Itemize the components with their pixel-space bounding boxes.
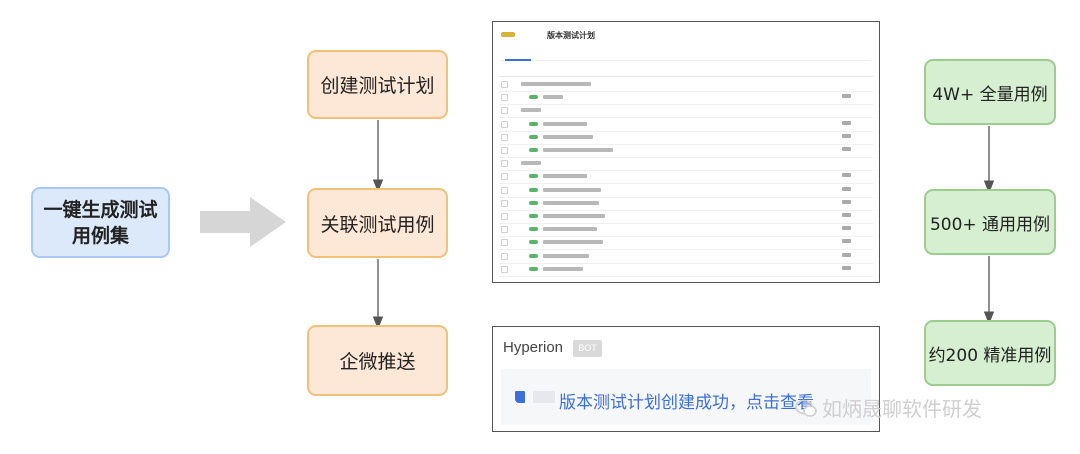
row-title-placeholder [543,174,587,179]
step-wecom-push: 企微推送 [307,325,448,396]
tab-active-indicator [505,59,531,61]
row-status-placeholder [842,226,851,231]
message-link[interactable]: 版本测试计划创建成功，点击查看 [559,393,814,413]
wechat-icon [795,399,817,417]
row-checkbox[interactable] [501,199,508,207]
test-plan-screenshot: 版本测试计划 [492,21,880,283]
row-checkbox[interactable] [501,173,508,181]
priority-tag [529,95,538,100]
row-status-placeholder [842,186,851,191]
app-logo [501,32,515,37]
row-checkbox[interactable] [501,186,508,194]
priority-tag [529,200,538,205]
row-title-placeholder [543,134,593,139]
row-title-placeholder [543,240,603,245]
table-row[interactable] [499,197,873,211]
row-checkbox[interactable] [501,213,508,220]
priority-tag [529,253,538,258]
row-checkbox[interactable] [501,239,508,247]
table-row[interactable] [499,223,873,238]
row-title-placeholder [543,253,589,258]
step-link-cases: 关联测试用例 [307,188,448,258]
row-checkbox[interactable] [501,147,508,154]
row-title-placeholder [543,148,613,152]
big-arrow [200,197,286,247]
priority-tag [529,134,538,139]
app-title: 版本测试计划 [547,31,595,40]
tier-precise-cases: 约200 精准用例 [924,320,1056,386]
table-row[interactable] [499,236,873,251]
row-checkbox[interactable] [501,133,508,141]
row-status-placeholder [842,133,851,138]
table-header [499,64,873,77]
priority-tag [529,266,538,271]
redacted-block [533,391,555,403]
table-row[interactable] [499,170,873,185]
tier-full-cases: 4W+ 全量用例 [924,59,1056,125]
table-row[interactable] [499,157,873,172]
row-checkbox[interactable] [501,107,508,115]
row-title-placeholder [543,200,599,205]
table-row[interactable] [499,250,873,264]
row-status-placeholder [842,173,851,178]
priority-tag [529,227,538,232]
row-status-placeholder [842,147,851,151]
row-title-placeholder [543,214,605,218]
bot-badge: BOT [573,340,602,357]
table-row[interactable] [499,184,873,198]
table-row[interactable] [499,78,873,92]
row-status-placeholder [842,199,851,204]
tier-precise-cases-label: 约200 精准用例 [928,345,1052,366]
table-row[interactable] [499,263,873,277]
priority-tag [529,174,538,179]
row-status-placeholder [842,239,851,244]
watermark: 如炳晟聊软件研发 [822,397,982,421]
table-row[interactable] [499,144,873,158]
row-checkbox[interactable] [501,81,508,88]
row-checkbox[interactable] [501,226,508,234]
table-row[interactable] [499,131,873,145]
row-status-placeholder [842,252,851,257]
row-checkbox[interactable] [501,252,508,260]
step-create-plan: 创建测试计划 [307,50,448,119]
row-title-placeholder [521,161,541,166]
tier-full-cases-label: 4W+ 全量用例 [932,84,1048,105]
row-title-placeholder [543,95,563,100]
step-link-cases-label: 关联测试用例 [320,213,435,236]
table-row[interactable] [499,210,873,224]
priority-tag [529,148,538,152]
table-row[interactable] [499,118,873,132]
start-node-label: 一键生成测试用例集 [43,198,158,247]
row-checkbox[interactable] [501,94,508,102]
row-status-placeholder [842,120,851,125]
row-checkbox[interactable] [501,120,508,128]
bot-name: Hyperion [503,339,564,356]
row-title-placeholder [543,227,597,232]
priority-tag [529,121,538,126]
priority-tag [529,240,538,245]
row-checkbox[interactable] [501,160,508,168]
step-wecom-push-label: 企微推送 [339,351,416,373]
row-title-placeholder [543,266,583,271]
row-title-placeholder [543,121,587,126]
step-create-plan-label: 创建测试计划 [320,75,435,97]
row-status-placeholder [842,265,851,270]
priority-tag [529,187,538,192]
row-status-placeholder [842,94,851,99]
tier-common-cases: 500+ 通用用例 [924,189,1056,255]
doc-icon [515,391,525,403]
row-title-placeholder [521,82,591,86]
priority-tag [529,214,538,218]
row-status-placeholder [842,213,851,217]
table-row[interactable] [499,91,873,106]
row-title-placeholder [543,187,601,192]
start-node: 一键生成测试用例集 [31,187,170,258]
tier-common-cases-label: 500+ 通用用例 [929,214,1051,235]
row-title-placeholder [521,108,541,113]
table-row[interactable] [499,104,873,119]
row-checkbox[interactable] [501,265,508,273]
tabs-bar [501,46,871,61]
